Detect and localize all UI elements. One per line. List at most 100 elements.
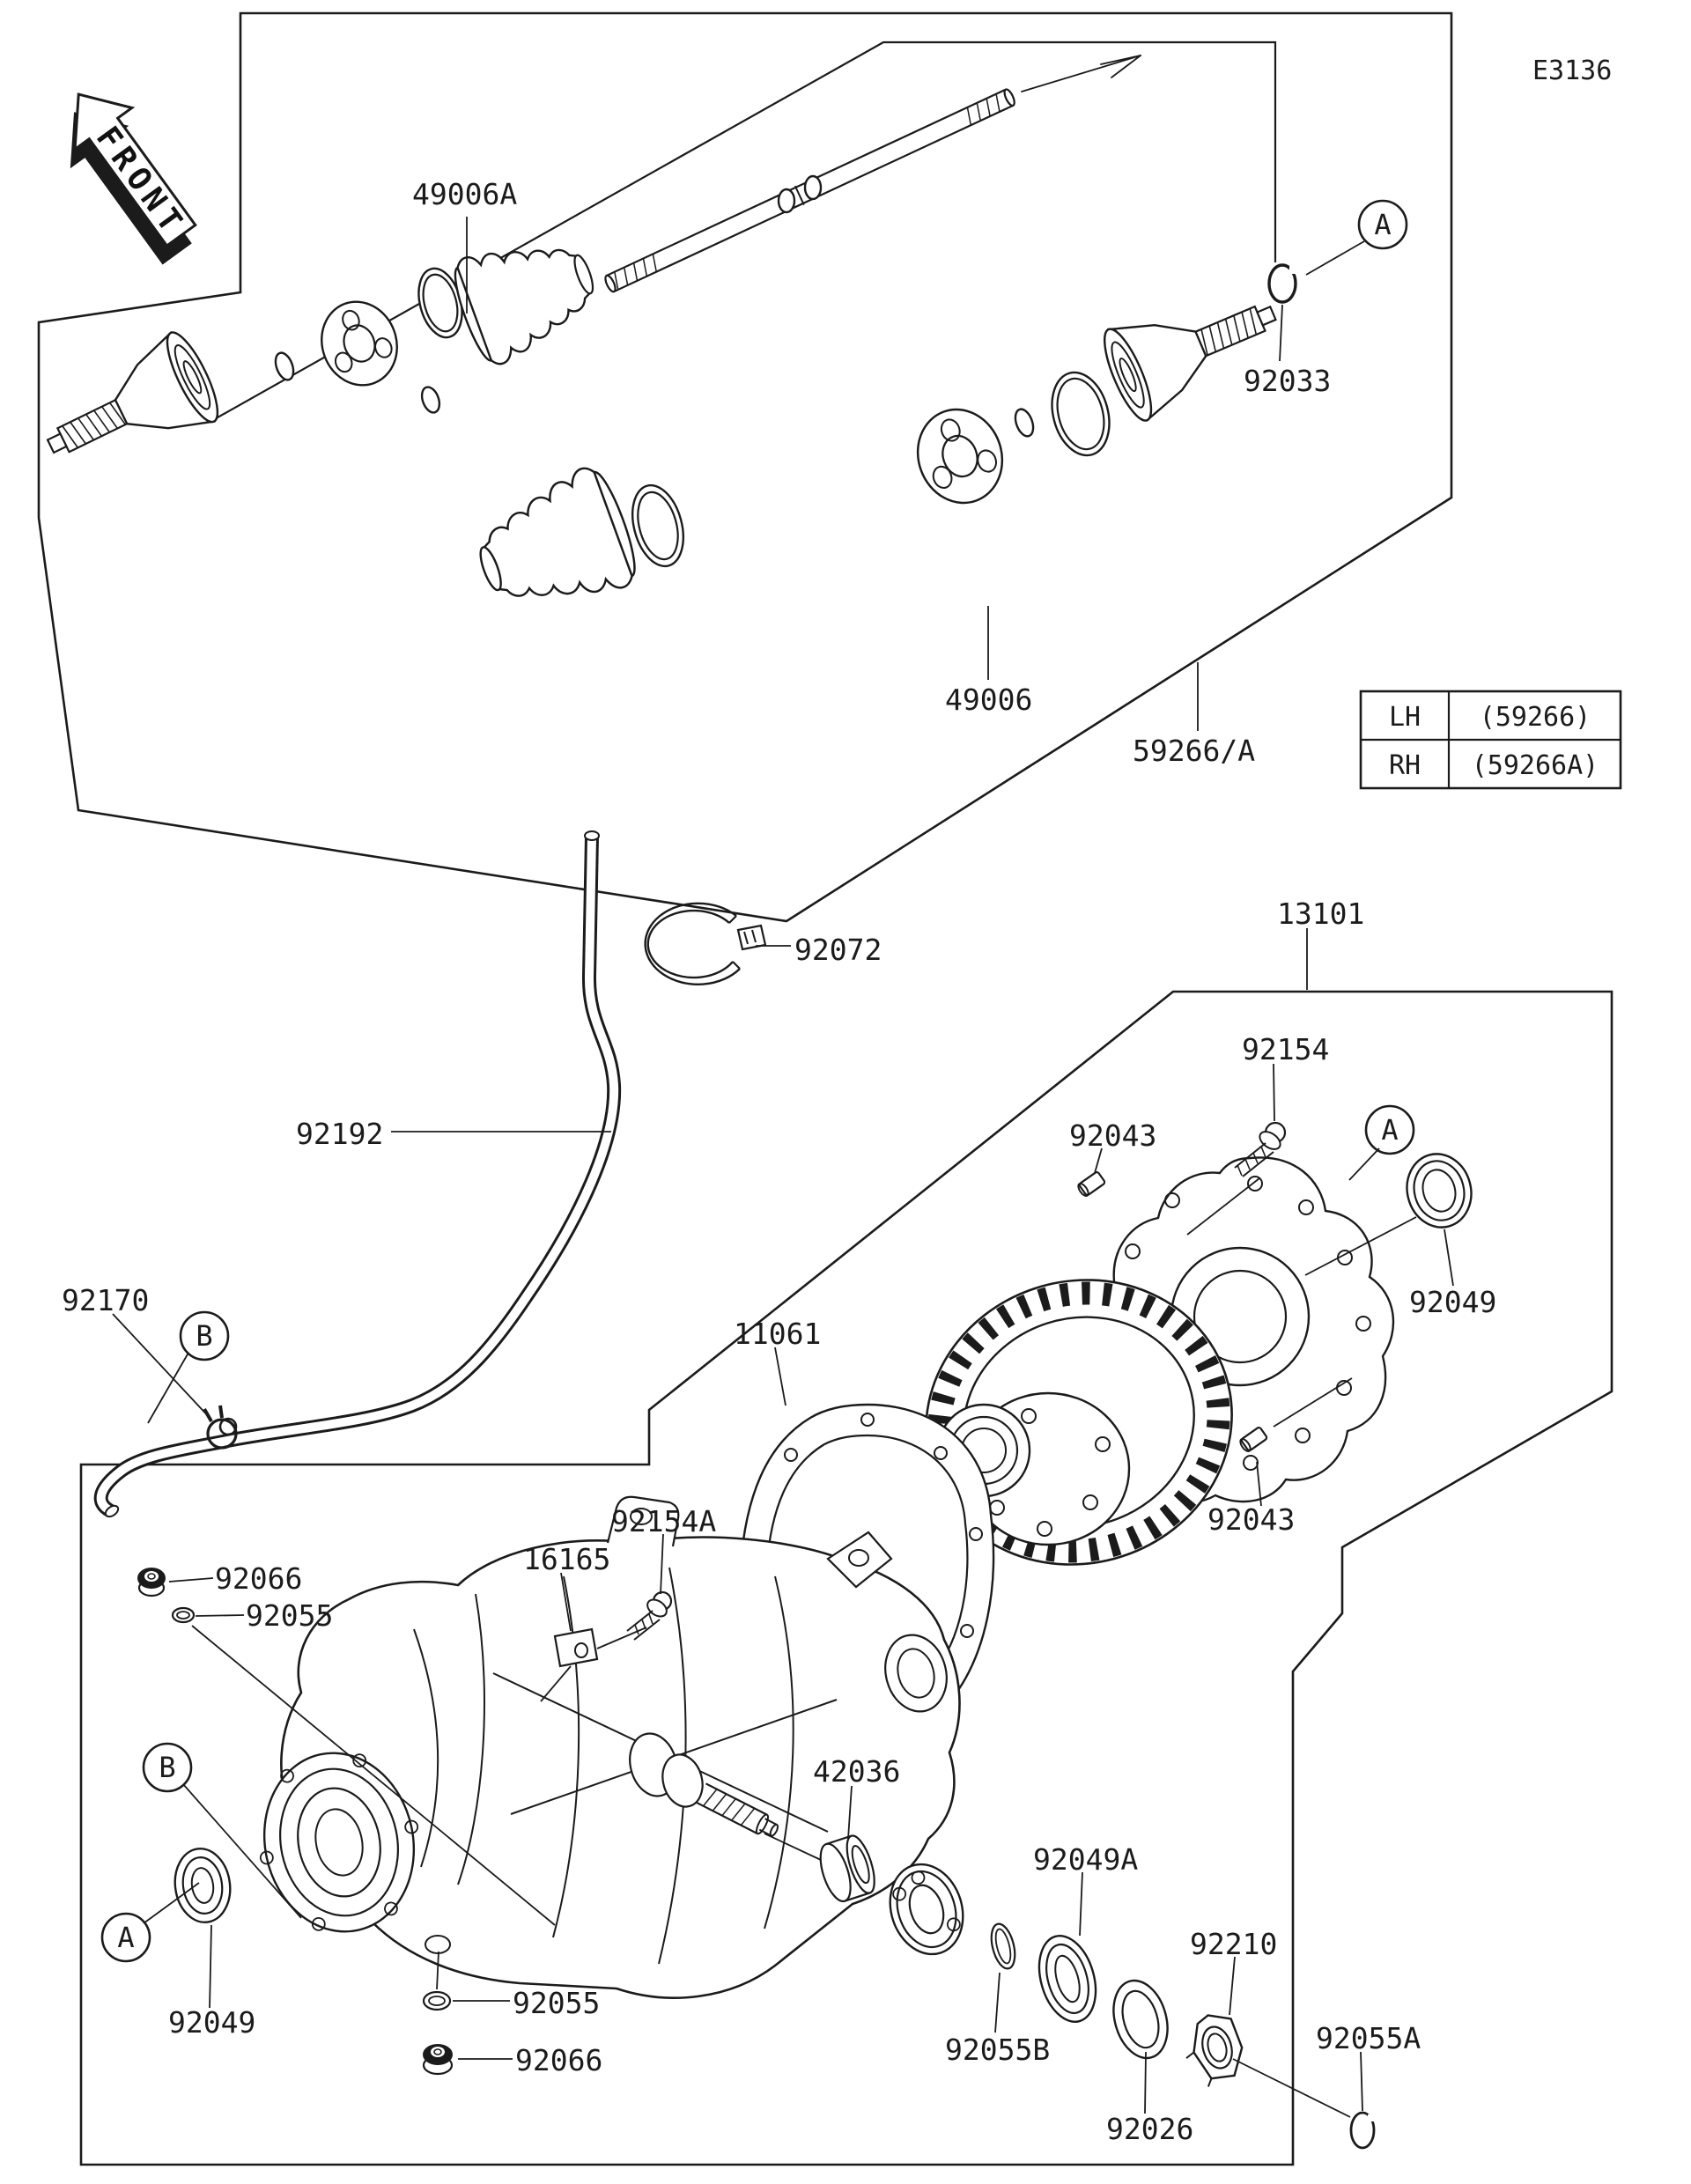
case-lug-right bbox=[826, 1531, 893, 1589]
final-gear-case-drawing bbox=[259, 1495, 961, 1999]
oil-seal-92049-mid-drawing bbox=[1406, 1153, 1473, 1228]
part-label-92066-bottom: 92066 bbox=[515, 2043, 602, 2077]
o-ring-92055B-drawing bbox=[990, 1922, 1016, 1970]
part-number-labels: 49006A 92033 49006 59266/A 92072 13101 9… bbox=[62, 177, 1496, 2146]
large-circlip-drawing bbox=[1051, 371, 1111, 457]
part-label-92192: 92192 bbox=[296, 1117, 383, 1151]
pinion-shaft-stub-drawing bbox=[696, 1782, 779, 1837]
part-label-49006a: 49006A bbox=[412, 177, 517, 211]
washer-92026-drawing bbox=[1112, 1979, 1169, 2060]
stopper-ring-drawing bbox=[274, 351, 295, 381]
case-lug-left bbox=[606, 1495, 680, 1547]
axle-assembly-inner-outline bbox=[210, 41, 1277, 422]
case-lug-right-hole bbox=[848, 1549, 869, 1567]
drain-gasket-92055-bottom-drawing bbox=[422, 1990, 452, 2011]
hose-clamp-92072-drawing bbox=[644, 902, 767, 985]
spider-joint-drawing bbox=[321, 300, 398, 387]
part-label-13101: 13101 bbox=[1277, 896, 1364, 931]
part-label-92055-upper: 92055 bbox=[246, 1598, 333, 1633]
part-label-92043-lower: 92043 bbox=[1207, 1502, 1295, 1537]
cv-joint-right-drawing bbox=[1104, 305, 1277, 423]
part-label-49006: 49006 bbox=[945, 682, 1032, 717]
drive-shaft-assembly-drawing bbox=[46, 55, 1298, 597]
part-label-92055-bottom: 92055 bbox=[513, 1986, 600, 2020]
part-label-92049a: 92049A bbox=[1033, 1842, 1138, 1877]
ref-circle-b2 bbox=[142, 1742, 193, 1793]
oil-seal-92049-bottom-drawing bbox=[174, 1847, 232, 1924]
ref-circle-a1 bbox=[1357, 199, 1408, 250]
cv-boot-upper-drawing bbox=[454, 248, 594, 365]
dowel-pin-lower-drawing bbox=[1239, 1427, 1268, 1452]
drain-plug-92066-bottom-drawing bbox=[422, 2044, 454, 2076]
ref-circle-a3-letter: A bbox=[117, 1921, 134, 1954]
part-label-92210: 92210 bbox=[1190, 1927, 1277, 1961]
stopper-plate-16165-drawing bbox=[553, 1627, 599, 1668]
drive-shaft-section-outline bbox=[37, 11, 1453, 923]
case-drain-boss bbox=[425, 1935, 451, 1954]
part-label-16165: 16165 bbox=[523, 1542, 610, 1576]
output-shaft-parts-chain bbox=[819, 1834, 1376, 2150]
flange-bolt-92154-drawing bbox=[1234, 1121, 1287, 1177]
ball-bearing-drawing bbox=[889, 1863, 964, 1956]
boot-band-large-drawing bbox=[417, 267, 463, 339]
case-lug-left-hole bbox=[630, 1508, 653, 1525]
ref-circle-b1-letter: B bbox=[196, 1319, 212, 1353]
ref-circle-a2-letter: A bbox=[1381, 1113, 1398, 1147]
part-label-92055a-ring: 92055A bbox=[1316, 2021, 1421, 2055]
ref-circle-a3 bbox=[100, 1912, 151, 1963]
leader-lines bbox=[112, 217, 1454, 2118]
variant-table-rh: RH bbox=[1389, 750, 1421, 781]
part-label-92154: 92154 bbox=[1242, 1032, 1329, 1066]
breather-hose-92192-drawing bbox=[93, 830, 622, 1518]
part-label-42036: 42036 bbox=[813, 1754, 900, 1789]
part-label-59266a: 59266/A bbox=[1133, 734, 1255, 768]
direction-tick-arrow bbox=[1021, 55, 1141, 92]
case-side-boss bbox=[884, 1634, 948, 1713]
flange-bolt-92154A-drawing bbox=[626, 1590, 673, 1641]
reference-circles: A A A B B bbox=[100, 199, 1415, 1963]
oil-filler-plug-92066-upper-drawing bbox=[137, 1568, 166, 1597]
part-label-92026: 92026 bbox=[1106, 2112, 1193, 2146]
snap-ring-92033-drawing bbox=[1267, 263, 1298, 304]
breather-parts-drawing bbox=[93, 830, 767, 1518]
differential-bevel-gear-drawing bbox=[925, 1279, 1233, 1566]
spider-joint2-drawing bbox=[916, 408, 1004, 505]
part-label-92170: 92170 bbox=[62, 1283, 149, 1317]
stopper-ring2-drawing bbox=[1014, 408, 1035, 438]
part-label-92072: 92072 bbox=[794, 933, 882, 967]
ref-circle-a1-letter: A bbox=[1374, 208, 1391, 241]
page-code: E3136 bbox=[1532, 55, 1612, 86]
dowel-pin-upper-drawing bbox=[1077, 1171, 1106, 1197]
variant-table-lh: LH bbox=[1389, 702, 1421, 733]
shaft-circlip-b-drawing bbox=[803, 174, 823, 201]
hex-nut-92210-drawing bbox=[1185, 2014, 1244, 2087]
oil-seal-92049A-drawing bbox=[1037, 1935, 1097, 2023]
front-arrow-face bbox=[73, 92, 197, 248]
boot-band-large2-drawing bbox=[631, 483, 684, 568]
part-label-92154a: 92154A bbox=[611, 1504, 716, 1538]
front-direction-arrow: FRONT bbox=[70, 92, 197, 265]
section-outlines bbox=[37, 11, 1613, 2166]
cv-boot-lower-drawing bbox=[479, 467, 636, 597]
part-label-92033: 92033 bbox=[1244, 364, 1331, 398]
variant-table: LH (59266) RH (59266A) bbox=[1359, 690, 1622, 790]
shaft-circlip-a-drawing bbox=[777, 188, 796, 214]
case-snout-ring2 bbox=[661, 1753, 704, 1808]
part-label-92043-upper: 92043 bbox=[1069, 1118, 1156, 1153]
ref-circle-b1 bbox=[179, 1310, 230, 1361]
part-label-92049-mid: 92049 bbox=[1409, 1285, 1496, 1319]
ref-circle-a2 bbox=[1364, 1104, 1415, 1155]
gasket-92055-upper-drawing bbox=[171, 1606, 196, 1624]
part-label-92055b: 92055B bbox=[945, 2033, 1050, 2067]
variant-table-lh-part: (59266) bbox=[1480, 702, 1591, 733]
ref-circle-b2-letter: B bbox=[159, 1751, 175, 1784]
case-front-opening bbox=[259, 1752, 419, 1933]
bottom-left-parts bbox=[137, 1568, 673, 2076]
variant-table-rh-part: (59266A) bbox=[1472, 750, 1599, 781]
final-gear-section-outline bbox=[79, 990, 1613, 2166]
part-label-92049-bottom: 92049 bbox=[168, 2005, 255, 2040]
part-label-11061: 11061 bbox=[734, 1317, 821, 1351]
snap-ring-92055A-drawing bbox=[1349, 2111, 1376, 2150]
